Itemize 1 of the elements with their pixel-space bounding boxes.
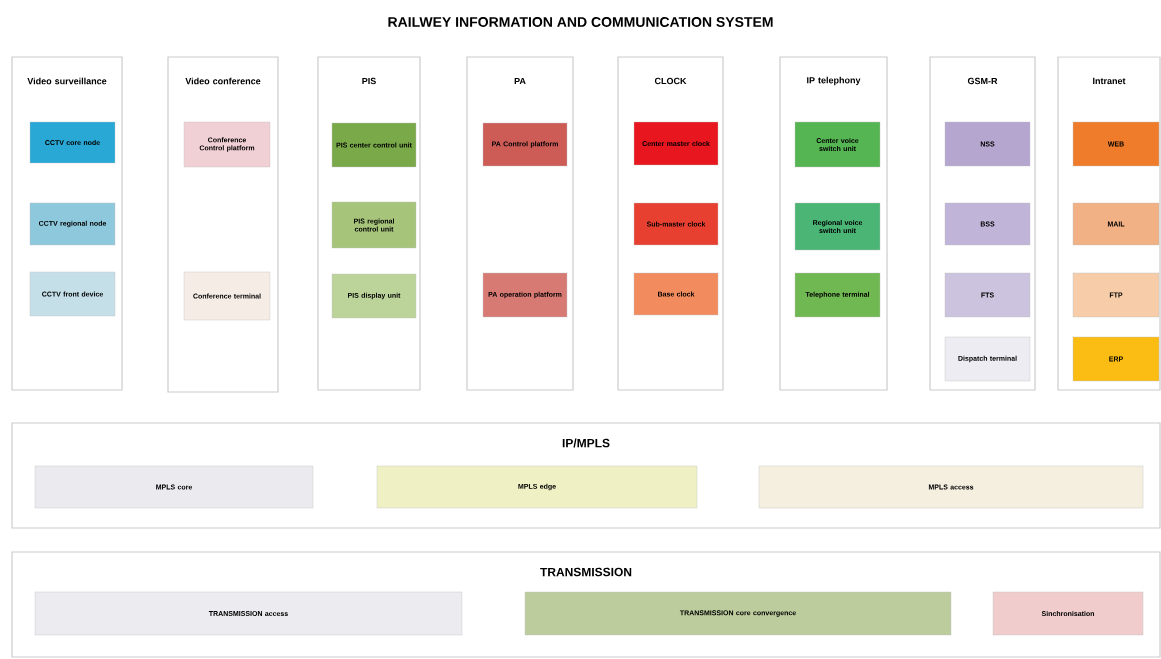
title: RAILWEY INFORMATION AND COMMUNICATION SYSTEM xyxy=(388,17,773,27)
